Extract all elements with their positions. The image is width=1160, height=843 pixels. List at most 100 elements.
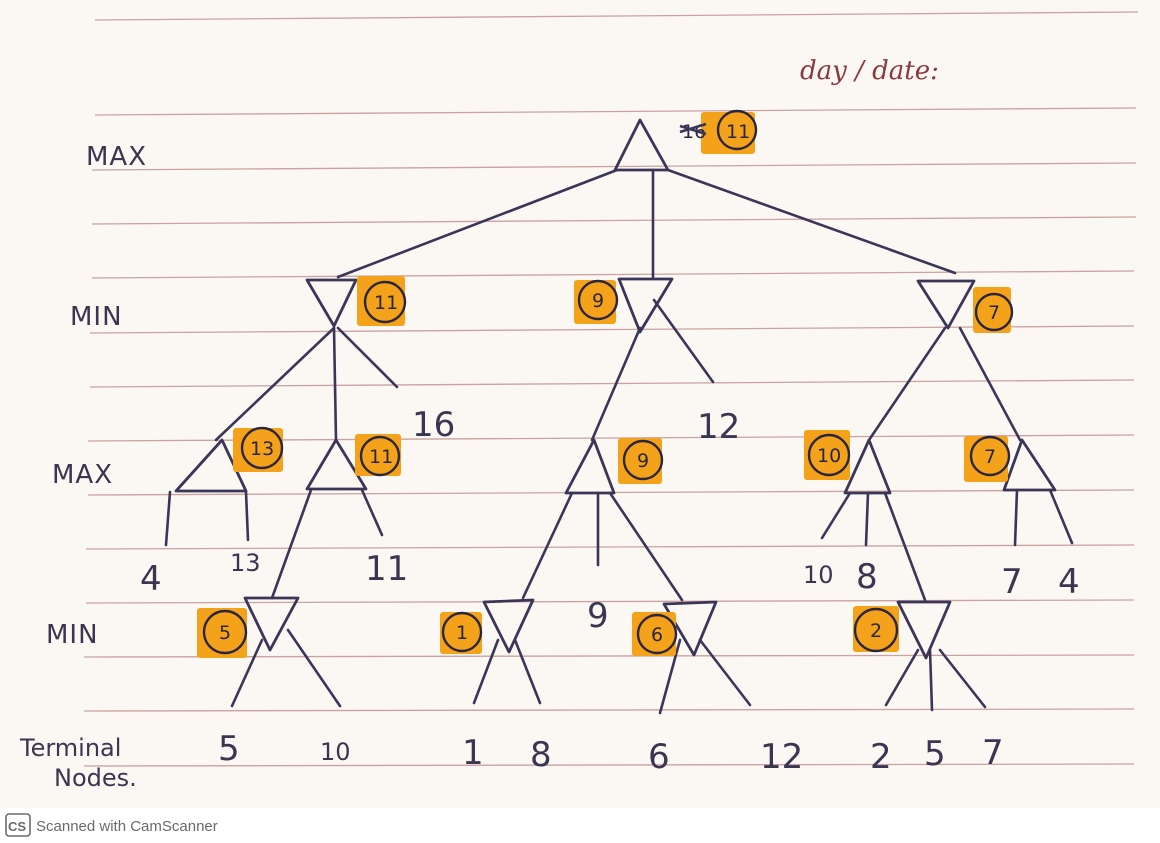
max-node-2-badge: 11	[355, 434, 401, 477]
edge-min2-max3	[590, 326, 642, 442]
leaf-10: 10	[803, 561, 834, 589]
min2-node-1	[243, 596, 300, 652]
tree-edges	[164, 168, 1074, 715]
edge-min-d-leaf-3	[938, 648, 987, 709]
terminal-3: 1	[462, 733, 484, 773]
edge-max4-leaf-b	[864, 491, 870, 547]
edge-max3-min2	[521, 491, 574, 600]
max-node-1-value: 13	[250, 438, 274, 460]
min2-node-3	[662, 600, 718, 657]
edge-min3-max5	[958, 326, 1022, 442]
max-node-2-value: 11	[369, 446, 393, 468]
min2-node-2	[482, 598, 535, 654]
edge-max4-min4	[883, 491, 927, 602]
leaf-11: 11	[365, 549, 408, 589]
pruned-leaf-12: 12	[697, 407, 740, 447]
edge-max5-leaf-b	[1048, 488, 1074, 545]
edge-min-c-leaf-2	[698, 638, 752, 707]
level-label-min-2: MIN	[46, 620, 99, 650]
min-node-2-badge: 9	[574, 279, 619, 324]
leaf-8: 8	[856, 557, 878, 597]
root-value-badge: 11 16	[679, 109, 758, 154]
max-node-1-badge: 13	[233, 426, 284, 472]
min-node-3	[916, 279, 976, 330]
terminal-9: 7	[982, 733, 1004, 773]
min2-node-3-badge: 6	[632, 612, 678, 656]
leaf-13: 13	[230, 549, 261, 577]
terminal-row: 5 10 1 8 6 12 2 5 7	[218, 729, 1004, 777]
min-node-1-badge: 11	[357, 276, 407, 326]
footer-bar	[0, 808, 1160, 843]
edge-root-min1	[336, 168, 619, 279]
min-node-3-badge: 7	[973, 287, 1014, 333]
edge-min3-max4	[867, 326, 947, 442]
terminal-4: 8	[530, 735, 552, 775]
leaf-7: 7	[1001, 562, 1023, 602]
paper	[0, 0, 1160, 808]
edge-min1-max1	[214, 326, 336, 442]
terminal-5: 6	[648, 737, 670, 777]
edge-max1-leaf-b	[244, 490, 250, 542]
min2-node-2-badge: 1	[440, 611, 483, 654]
min2-node-4-value: 2	[870, 620, 882, 642]
edge-min-c-leaf-1	[658, 638, 682, 715]
ruled-lines	[83, 11, 1139, 767]
min-node-1-value: 11	[374, 292, 398, 314]
root-value: 11	[726, 121, 750, 143]
terminal-7: 2	[870, 737, 892, 777]
edge-max5-leaf-a	[1013, 488, 1019, 547]
edge-max1-leaf-a	[164, 490, 172, 547]
leaf-4b: 4	[1058, 562, 1080, 602]
max-node-4-value: 10	[817, 445, 841, 467]
min2-node-4-badge: 2	[853, 606, 899, 653]
leaf-4: 4	[140, 559, 162, 599]
edge-min-b-leaf-1	[472, 638, 500, 705]
edge-min-a-leaf-2	[286, 628, 342, 708]
edge-min-d-leaf-2	[928, 648, 934, 712]
camscanner-badge: CS	[8, 819, 26, 834]
min2-node-1-badge: 5	[197, 608, 248, 658]
max-node-3	[564, 438, 616, 495]
root-max-node	[613, 118, 670, 172]
edge-max3-min3	[608, 491, 684, 602]
pruned-leaf-16: 16	[412, 405, 455, 445]
max-node-4	[843, 438, 892, 495]
edge-min-a-leaf-1	[230, 638, 264, 708]
edge-min1-max2	[332, 326, 338, 442]
terminal-1: 5	[218, 729, 240, 769]
edge-root-min3	[666, 168, 957, 275]
min-node-3-value: 7	[988, 302, 1000, 324]
min-node-2	[617, 277, 674, 334]
max-node-2	[305, 438, 368, 491]
min-node-1	[305, 278, 358, 328]
edge-max4-leaf-a	[820, 491, 852, 540]
camscanner-text: Scanned with CamScanner	[36, 818, 218, 835]
max-node-5	[1002, 438, 1057, 492]
camscanner-logo-icon	[5, 813, 31, 837]
max-node-5-value: 7	[984, 446, 996, 468]
terminal-8: 5	[924, 734, 946, 774]
level-label-nodes: Nodes.	[54, 764, 137, 792]
day-date-header: day / date:	[800, 56, 939, 86]
min2-node-3-value: 6	[651, 624, 663, 646]
min2-node-4	[896, 600, 952, 660]
min2-node-2-value: 1	[456, 622, 468, 644]
max-node-5-badge: 7	[964, 435, 1011, 482]
edge-max2-min1	[270, 488, 313, 600]
edge-min-b-leaf-2	[513, 638, 542, 705]
min2-node-1-value: 5	[219, 622, 231, 644]
min-node-2-value: 9	[592, 290, 604, 312]
edge-min2-pruned	[652, 298, 715, 384]
edge-min-d-leaf-1	[884, 648, 920, 707]
leaf-9: 9	[587, 596, 609, 636]
max-node-4-badge: 10	[804, 430, 851, 480]
level-label-terminal: Terminal	[19, 734, 121, 762]
level-label-max-2: MAX	[52, 460, 113, 490]
max-node-3-badge: 9	[618, 438, 664, 484]
terminal-2: 10	[320, 738, 351, 766]
edge-min1-pruned	[336, 326, 399, 389]
level-label-max-1: MAX	[86, 142, 147, 172]
max-node-3-value: 9	[637, 450, 649, 472]
